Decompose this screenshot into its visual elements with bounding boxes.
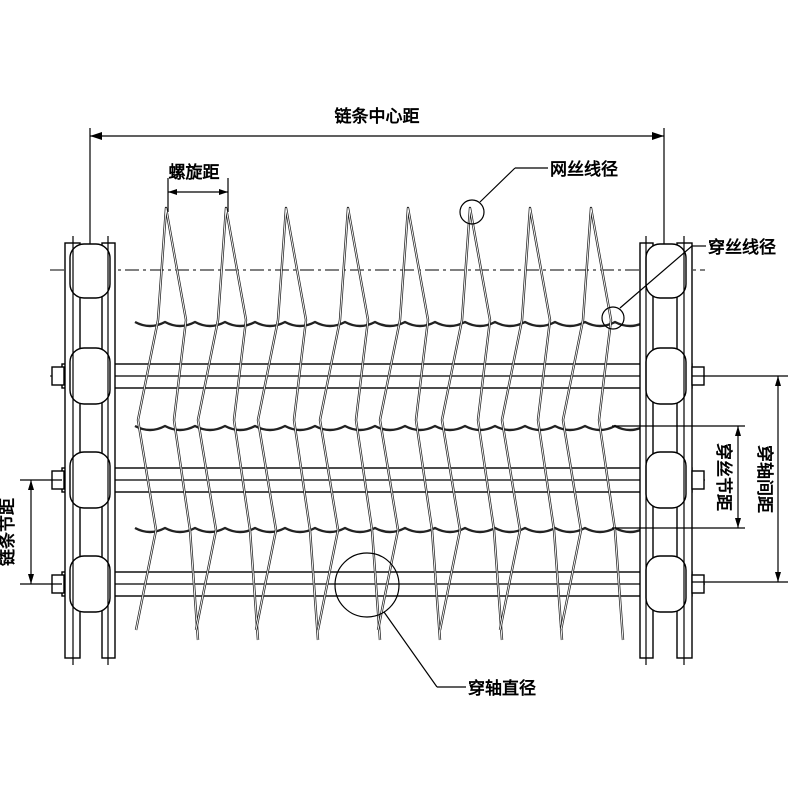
chain-center-distance-dimension <box>89 128 665 255</box>
cross-wire <box>134 424 646 432</box>
chain-pitch-dimension <box>20 479 62 585</box>
cross-wire <box>134 526 646 534</box>
spiral-wire <box>255 207 319 641</box>
cross-wires <box>134 320 646 534</box>
spiral-mesh <box>134 206 625 641</box>
chain-center-distance-label: 链条中心距 <box>335 106 420 127</box>
cross-wire <box>134 320 646 328</box>
cross-shaft-diameter-label: 穿轴直径 <box>468 678 536 699</box>
cross-shafts <box>61 363 693 597</box>
spiral-wire <box>560 207 624 641</box>
cross-wire-diameter-label: 穿丝线径 <box>708 237 776 258</box>
cross-wire-pitch-label: 穿丝节距 <box>713 443 734 511</box>
spiral-pitch-label: 螺旋距 <box>169 162 220 183</box>
cross-wire-pitch-dimension <box>612 425 745 529</box>
chain-pitch-label: 链条节距 <box>0 498 18 566</box>
spiral-wire <box>439 207 503 641</box>
spiral-wire <box>317 207 381 641</box>
spiral-wire <box>135 207 199 641</box>
spiral-wire <box>377 207 441 641</box>
spiral-wire <box>195 207 259 641</box>
spiral-wire <box>499 207 563 641</box>
cross-wire-diameter-callout <box>601 245 706 330</box>
left-chain <box>51 236 116 665</box>
mesh-wire-diameter-label: 网丝线径 <box>550 159 618 180</box>
mesh-wire-diameter-callout <box>459 167 548 225</box>
right-chain <box>639 236 705 665</box>
cross-shaft-spacing-dimension <box>692 375 788 583</box>
cross-shaft-spacing-label: 穿轴间距 <box>754 445 775 513</box>
cross-shaft-diameter-callout <box>334 552 466 688</box>
spiral-pitch-dimension <box>167 178 229 212</box>
